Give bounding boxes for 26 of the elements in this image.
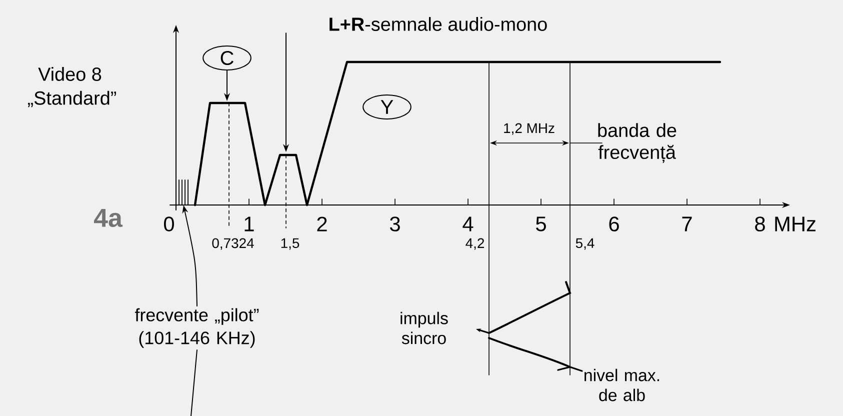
figure-number: 4a bbox=[94, 208, 123, 228]
tick-label: 8 bbox=[755, 216, 765, 232]
tick-label: 0 bbox=[164, 216, 174, 232]
annotation-text: 4,2 bbox=[466, 238, 484, 250]
callout-text: frecvente „pilot” (101-146 KHz) bbox=[134, 308, 259, 348]
tick-label: 2 bbox=[317, 216, 327, 232]
tick-label: 6 bbox=[609, 216, 619, 232]
tick-label: 4 bbox=[462, 216, 474, 232]
annotation-text: 0,7324 bbox=[212, 238, 254, 250]
tick-label: 3 bbox=[390, 216, 400, 232]
pilot-bars bbox=[178, 180, 188, 206]
callout-text: L+R-semnale audio-mono bbox=[330, 17, 547, 31]
tick-label: 1 bbox=[244, 216, 254, 232]
ellipse-label: C bbox=[202, 46, 252, 70]
ellipse-label: Y bbox=[362, 94, 412, 120]
axis-unit: MHz bbox=[775, 216, 816, 232]
tick-label: 7 bbox=[682, 216, 692, 232]
annotation-text: 1,5 bbox=[281, 238, 300, 250]
annotation-text: Video 8 bbox=[38, 67, 102, 81]
tick-label: 5 bbox=[536, 216, 546, 232]
annotation-text: nivel max. de alb bbox=[584, 368, 660, 402]
annotation-text: impuls sincro bbox=[400, 312, 448, 344]
annotation-text: 5,4 bbox=[576, 238, 594, 250]
annotation-text: 1,2 MHz bbox=[504, 123, 554, 135]
annotation-text: „Standard” bbox=[28, 90, 116, 108]
annotation-text: banda de frecvență bbox=[598, 123, 676, 163]
